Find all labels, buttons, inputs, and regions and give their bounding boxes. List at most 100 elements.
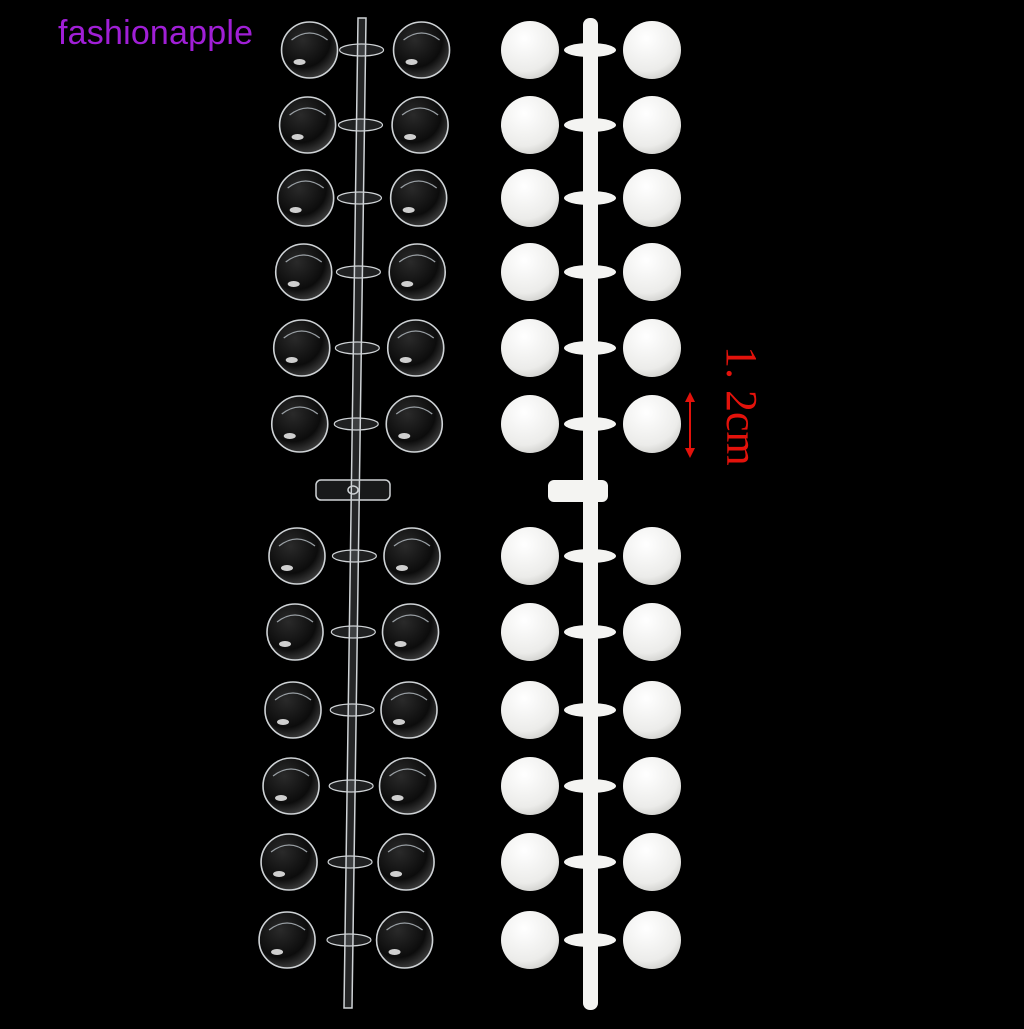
white-nail-tip <box>623 319 681 377</box>
white-connector <box>564 703 616 717</box>
clear-connector <box>333 417 379 431</box>
clear-tip-glare <box>391 795 404 801</box>
clear-nail-tip <box>386 319 445 377</box>
clear-connector <box>334 341 380 355</box>
clear-nail-tip <box>375 911 434 969</box>
clear-tip-highlight <box>281 406 319 415</box>
clear-tip-glare <box>394 641 407 647</box>
clear-tip-highlight <box>287 180 325 189</box>
white-nail-tip <box>501 96 559 154</box>
clear-tip-glare <box>293 59 306 65</box>
white-nail-tip <box>623 527 681 585</box>
clear-connector <box>330 625 376 639</box>
white-nail-tip <box>501 395 559 453</box>
white-connector <box>564 43 616 57</box>
clear-tip-highlight <box>397 330 435 339</box>
white-connector <box>564 191 616 205</box>
clear-tip-highlight <box>401 107 439 116</box>
clear-tip-highlight <box>403 32 440 41</box>
clear-tip-glare <box>402 207 415 213</box>
clear-connector <box>338 43 385 57</box>
white-nail-tip <box>501 527 559 585</box>
clear-tip-highlight <box>291 32 328 41</box>
clear-nail-tip <box>388 243 447 301</box>
clear-nail-tip <box>274 243 333 301</box>
measure-arrow-icon <box>685 392 695 458</box>
white-nail-tip <box>623 757 681 815</box>
white-nail-tip <box>623 243 681 301</box>
clear-tip-highlight <box>398 254 436 263</box>
clear-tip-highlight <box>395 406 433 415</box>
clear-nail-tip <box>391 96 449 154</box>
clear-tip-glare <box>401 281 414 287</box>
clear-nail-tip <box>381 603 440 661</box>
white-connector <box>564 118 616 132</box>
clear-nail-tip <box>266 603 324 661</box>
clear-tip-highlight <box>393 538 431 547</box>
clear-tip-glare <box>279 641 292 647</box>
white-connector <box>564 549 616 563</box>
clear-nail-tip <box>377 833 435 891</box>
clear-connector <box>331 549 377 563</box>
white-strip <box>501 18 681 1010</box>
white-nail-tip <box>501 21 559 79</box>
clear-connector <box>337 118 384 132</box>
clear-nail-tip <box>380 681 438 739</box>
clear-tip-highlight <box>278 538 316 547</box>
clear-tip-highlight <box>285 254 323 263</box>
white-nail-tip <box>623 911 681 969</box>
clear-tip-glare <box>285 357 298 363</box>
white-nail-tip <box>623 603 681 661</box>
clear-tip-highlight <box>392 614 429 623</box>
clear-tip-glare <box>289 207 302 213</box>
clear-strip-clip <box>315 479 391 501</box>
clear-tip-highlight <box>283 330 321 339</box>
clear-tip-highlight <box>276 614 314 623</box>
clear-tip-glare <box>280 565 293 571</box>
clear-tip-glare <box>277 719 290 725</box>
white-strip-clip <box>548 480 608 502</box>
white-nail-tip <box>501 169 559 227</box>
white-nail-tip <box>501 681 559 739</box>
white-nail-tip <box>623 395 681 453</box>
white-connector <box>564 625 616 639</box>
watermark: fashionapple <box>58 14 254 52</box>
white-connector <box>564 341 616 355</box>
white-nail-tip <box>501 911 559 969</box>
clear-tip-glare <box>283 433 296 439</box>
white-nail-tip <box>501 833 559 891</box>
clear-tip-glare <box>393 719 406 725</box>
clear-nail-tip <box>378 757 437 815</box>
clear-connector <box>329 703 375 717</box>
clear-nail-tip <box>385 395 444 453</box>
clear-nail-tip <box>260 833 318 891</box>
clear-tip-glare <box>291 134 304 140</box>
clear-nail-tip <box>270 395 329 453</box>
white-nail-tip <box>501 757 559 815</box>
clear-connector <box>335 265 382 279</box>
white-connector <box>564 933 616 947</box>
clear-tip-glare <box>275 795 288 801</box>
white-nail-tip <box>623 21 681 79</box>
white-nail-tip <box>501 319 559 377</box>
clear-tip-highlight <box>387 844 425 853</box>
clear-nail-tip <box>389 169 448 227</box>
clear-nail-tip <box>264 681 322 739</box>
clear-nail-tip <box>278 96 337 154</box>
clear-tip-glare <box>398 433 411 439</box>
clear-strip-clip-hole <box>347 485 359 495</box>
clear-nail-tip <box>268 527 326 585</box>
clear-tip-highlight <box>274 692 312 701</box>
clear-connector <box>336 191 383 205</box>
clear-tip-highlight <box>270 844 308 853</box>
clear-connector <box>327 855 373 869</box>
clear-tip-highlight <box>289 107 326 116</box>
clear-connector <box>326 933 372 947</box>
clear-tip-glare <box>399 357 412 363</box>
clear-nail-tip <box>272 319 331 377</box>
white-nail-tip <box>623 169 681 227</box>
white-nail-tip <box>501 603 559 661</box>
clear-nail-tip <box>262 757 320 815</box>
white-nail-tip <box>623 681 681 739</box>
